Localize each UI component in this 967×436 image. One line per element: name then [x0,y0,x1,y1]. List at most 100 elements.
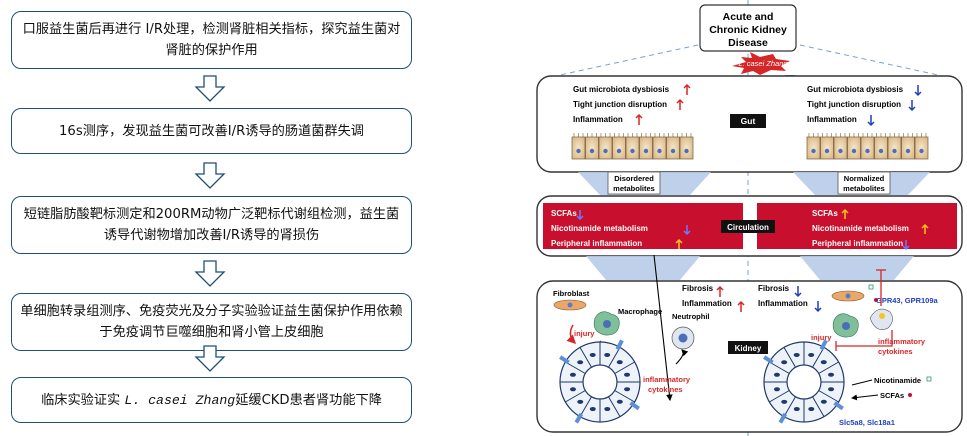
epithelial-cell [914,136,929,160]
kidney-label: Kidney [735,344,762,353]
gut-right-item-1: Gut microbiota dysbiosis [807,85,904,94]
circ-left-item-3: Peripheral inflammation [551,239,642,248]
epithelial-cell [833,136,848,160]
circ-left-item-2: Nicotinamide metabolism [551,224,648,233]
down-arrow-icon [867,85,922,127]
circ-left-item-1: SCFAs [551,209,577,218]
gut-left-item-2: Tight junction disruption [573,100,667,109]
epithelial-cell [874,136,888,160]
up-arrow-icon [737,300,745,312]
down-arrow-icon [576,210,584,221]
epithelial-cell [639,136,653,160]
down-arrow-icon [683,225,691,236]
circulation-right-list: SCFAs Nicotinamide metabolism Peripheral… [812,209,909,248]
flow-step-1: 口服益生菌后再进行 I/R处理，检测肾脏相关指标，探究益生菌对肾脏的保护作用 [11,11,412,69]
tubule-left [559,339,641,424]
mechanism-diagram: Acute and Chronic Kidney Disease L. case… [536,0,963,436]
flow-step-4: 单细胞转录组测序、免疫荧光及分子实验验证益生菌保护作用依赖于免疫调节巨噬细胞和肾… [11,293,412,351]
receptors-label: GPR43, GPR109a [876,296,939,305]
tubule-right [763,339,845,424]
epithelial-cell [666,136,680,160]
circulation-label-box [721,220,775,233]
gut-label: Gut [741,116,756,126]
up-arrow-icon [841,208,849,219]
metabolites-left-2: metabolites [613,184,655,193]
gut-left-list: Gut microbiota dysbiosis Tight junction … [573,85,670,124]
cytokines-right-1: inflammatory [878,337,926,346]
gut-label-box [730,114,766,128]
connector-left [559,44,699,76]
workflow-flowchart: 口服益生菌后再进行 I/R处理，检测肾脏相关指标，探究益生菌对肾脏的保护作用 1… [0,0,420,436]
gut-epithelium-left [571,133,694,160]
cytokines-left-1: inflammatory [643,375,691,384]
flow-step-5-text: 临床实验证实 L. casei Zhang延缓CKD患者肾功能下降 [41,392,382,408]
epithelial-cell [847,136,861,160]
down-arrow-icon [194,75,226,102]
kidney-right-item-2: Inflammation [758,299,808,308]
up-arrow-icon [635,83,691,125]
injury-right-label: injury [811,333,832,342]
kidney-left-item-1: Fibrosis [682,284,714,293]
title-line-2: Chronic Kidney [709,24,787,36]
fibroblast-label: Fibroblast [553,289,590,298]
epithelial-cell [860,136,875,160]
epithelial-cell [887,136,902,160]
epithelial-cell [625,136,640,160]
probiotic-badge: L. casei Zhang [732,52,790,75]
down-arrow-icon [194,260,226,287]
circ-right-item-3: Peripheral inflammation [812,239,903,248]
circ-right-item-1: SCFAs [812,209,838,218]
scfas-label: SCFAs [880,391,904,400]
flow-step-2: 16s测序，发现益生菌可改善I/R诱导的肠道菌群失调 [11,108,412,154]
epithelial-cell [571,136,586,160]
flow-step-5: 临床实验证实 L. casei Zhang延缓CKD患者肾功能下降 [11,377,412,423]
connector-right [799,44,939,76]
up-arrow-icon [921,223,929,234]
metabolites-left-1: Disordered [614,174,654,183]
epithelial-cell [598,136,613,160]
epithelial-cell [679,136,694,160]
kidney-left-item-2: Inflammation [682,299,732,308]
inhibition-line-2 [836,330,893,347]
nicotinamide-label: Nicotinamide [874,376,921,385]
gut-right-item-2: Tight junction disruption [807,100,901,109]
title-line-1: Acute and [723,11,774,23]
neutrophil-label: Neutrophil [672,312,710,321]
epithelial-cell [612,136,626,160]
metabolites-arrow-right: Normalized metabolites [793,171,930,195]
up-arrow-icon [675,238,683,249]
kidney-label-box [728,341,768,354]
cytokines-right-2: cytokines [878,347,913,356]
epithelial-cell [652,136,667,160]
down-arrow-icon [194,162,226,189]
flow-arrow-right [800,256,914,280]
flow-step-1-text: 口服益生菌后再进行 I/R处理，检测肾脏相关指标，探究益生菌对肾脏的保护作用 [22,22,401,58]
epithelial-cell [820,136,834,160]
receptor-cell [869,308,893,330]
circulation-band-left [543,203,743,249]
macrophage-label: Macrophage [618,307,662,316]
metabolites-arrow-left: Disordered metabolites [578,171,711,195]
up-arrow-icon [716,285,724,297]
cytokines-left-2: cytokines [648,385,683,394]
epithelial-cell [806,136,821,160]
down-arrow-icon [814,301,822,313]
gut-epithelium-right [806,133,929,160]
metabolites-right-2: metabolites [843,184,885,193]
down-arrow-icon [194,345,226,372]
kidney-right-item-1: Fibrosis [758,284,790,293]
title-line-3: Disease [728,37,768,49]
gut-right-item-3: Inflammation [807,115,857,124]
flow-arrow-left [586,256,700,280]
metabolites-right-1: Normalized [844,174,885,183]
epithelial-cell [901,136,915,160]
down-arrow-icon [794,286,802,298]
circ-right-item-2: Nicotinamide metabolism [812,224,909,233]
transporters-label: Slc5a8, Slc18a1 [839,418,895,427]
flow-step-3-text: 短链脂肪酸靶标测定和200RM动物广泛靶标代谢组检测，益生菌诱导代谢物增加改善I… [23,207,400,243]
circulation-label: Circulation [727,223,769,232]
gut-left-item-3: Inflammation [573,115,623,124]
disease-title: Acute and Chronic Kidney Disease [699,4,797,52]
gut-right-list: Gut microbiota dysbiosis Tight junction … [807,85,904,124]
injury-left-label: injury [574,329,595,338]
